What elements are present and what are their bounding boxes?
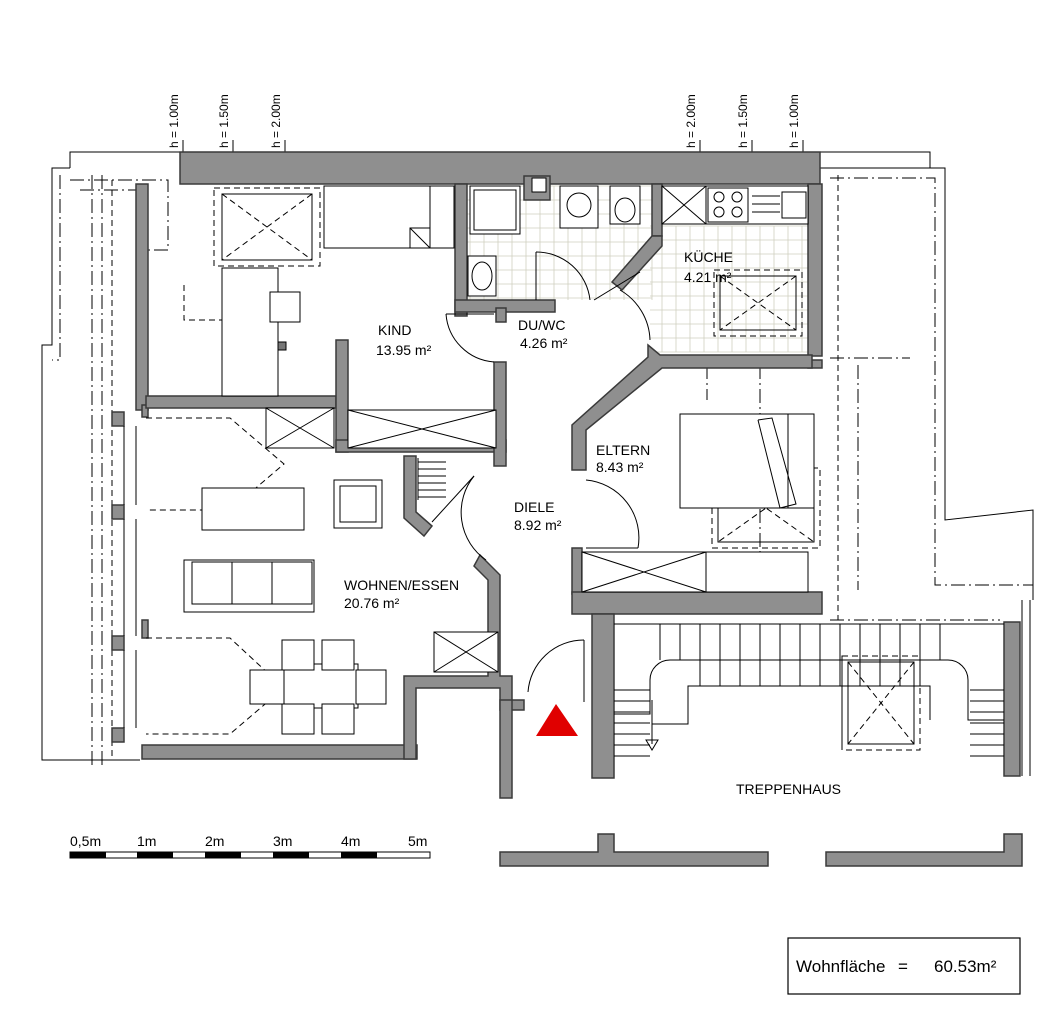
scale-label-3: 3m xyxy=(273,833,292,849)
room-name-diele: DIELE xyxy=(514,499,554,515)
room-area-kueche: 4.21 m² xyxy=(684,269,732,285)
room-name-treppenhaus: TREPPENHAUS xyxy=(736,781,841,797)
scale-label-0: 0,5m xyxy=(70,833,101,849)
room-name-wohnen: WOHNEN/ESSEN xyxy=(344,577,459,593)
height-label-left-3: h = 2.00m xyxy=(269,94,283,148)
height-label-right-1: h = 2.00m xyxy=(684,94,698,148)
furniture xyxy=(146,185,815,735)
room-name-kind: KIND xyxy=(378,322,411,338)
stairs xyxy=(417,458,1004,757)
height-label-right-3: h = 1.00m xyxy=(787,94,801,148)
room-area-wohnen: 20.76 m² xyxy=(344,595,400,611)
entrance-triangle-icon xyxy=(536,704,578,736)
room-area-kind: 13.95 m² xyxy=(376,342,432,358)
room-area-diele: 8.92 m² xyxy=(514,517,562,533)
scale-label-2: 2m xyxy=(205,833,224,849)
scale-label-4: 4m xyxy=(341,833,360,849)
summary-label: Wohnfläche xyxy=(796,957,885,976)
height-markers: h = 1.00m h = 1.50m h = 2.00m h = 2.00m … xyxy=(167,94,804,152)
scale-label-1: 1m xyxy=(137,833,156,849)
room-area-duwc: 4.26 m² xyxy=(520,335,568,351)
height-label-right-2: h = 1.50m xyxy=(736,94,750,148)
doors xyxy=(431,251,651,702)
room-area-eltern: 8.43 m² xyxy=(596,459,644,475)
area-summary: Wohnfläche = 60.53m² xyxy=(787,937,1021,995)
room-name-kueche: KÜCHE xyxy=(684,248,733,265)
windows xyxy=(123,426,1031,776)
scale-label-5: 5m xyxy=(408,833,427,849)
roof-outline xyxy=(41,151,1034,768)
height-label-left-1: h = 1.00m xyxy=(167,94,181,148)
height-label-left-2: h = 1.50m xyxy=(217,94,231,148)
summary-equals: = xyxy=(898,957,908,976)
scale-bar: 0,5m 1m 2m 3m 4m 5m xyxy=(69,833,431,859)
room-name-duwc: DU/WC xyxy=(518,317,565,333)
room-labels: KIND 13.95 m² DU/WC 4.26 m² KÜCHE 4.21 m… xyxy=(344,248,841,797)
summary-value: 60.53m² xyxy=(934,957,997,976)
room-name-eltern: ELTERN xyxy=(596,442,650,458)
